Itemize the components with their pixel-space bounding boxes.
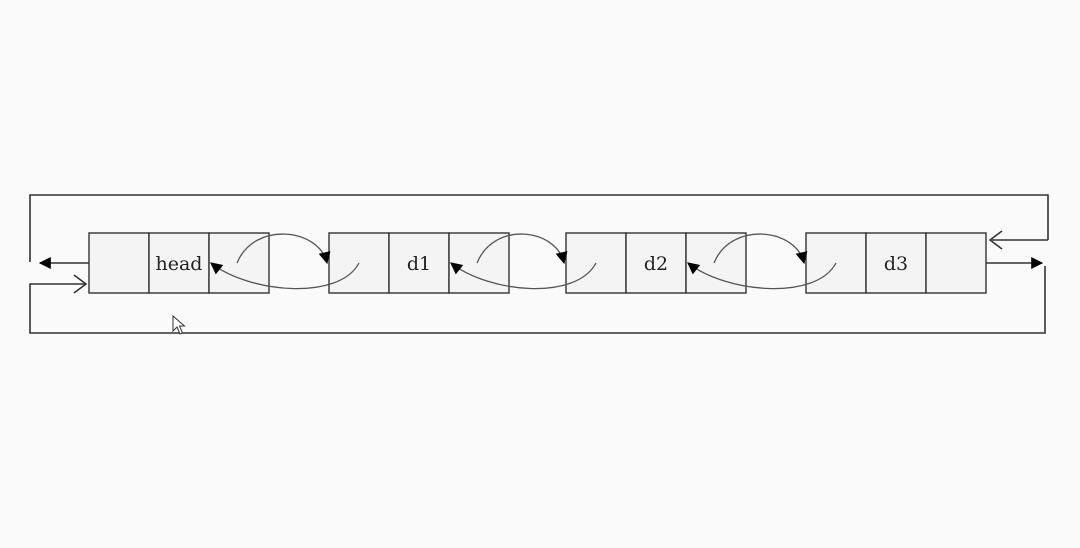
next-link bbox=[476, 233, 568, 265]
node-data-field bbox=[148, 232, 210, 294]
prev-link bbox=[687, 262, 837, 290]
list-node-d3: d3 bbox=[805, 232, 987, 294]
node-label: head bbox=[156, 253, 203, 275]
top-wrap-line bbox=[29, 194, 1049, 262]
list-node-d2: d2 bbox=[565, 232, 747, 294]
top-wrap-entry-arrowhead bbox=[988, 230, 1003, 250]
next-link bbox=[236, 233, 331, 265]
node-label: d1 bbox=[407, 253, 431, 275]
link-group bbox=[210, 233, 837, 290]
next-link bbox=[713, 233, 808, 265]
node-group: head d1 d2 d3 bbox=[88, 232, 987, 294]
bottom-wrap-line bbox=[29, 266, 1046, 334]
node-next-field bbox=[925, 232, 987, 294]
list-node-d1: d1 bbox=[328, 232, 510, 294]
prev-link bbox=[450, 262, 597, 290]
list-node-head: head bbox=[88, 232, 270, 294]
mouse-cursor-icon bbox=[172, 314, 186, 335]
prev-link bbox=[210, 262, 360, 290]
node-label: d2 bbox=[644, 253, 668, 275]
node-prev-field bbox=[88, 232, 150, 294]
wrap-around-links bbox=[29, 194, 1049, 334]
bottom-wrap-entry-arrowhead bbox=[73, 274, 88, 294]
node-label: d3 bbox=[884, 253, 908, 275]
node-data-field bbox=[388, 232, 450, 294]
